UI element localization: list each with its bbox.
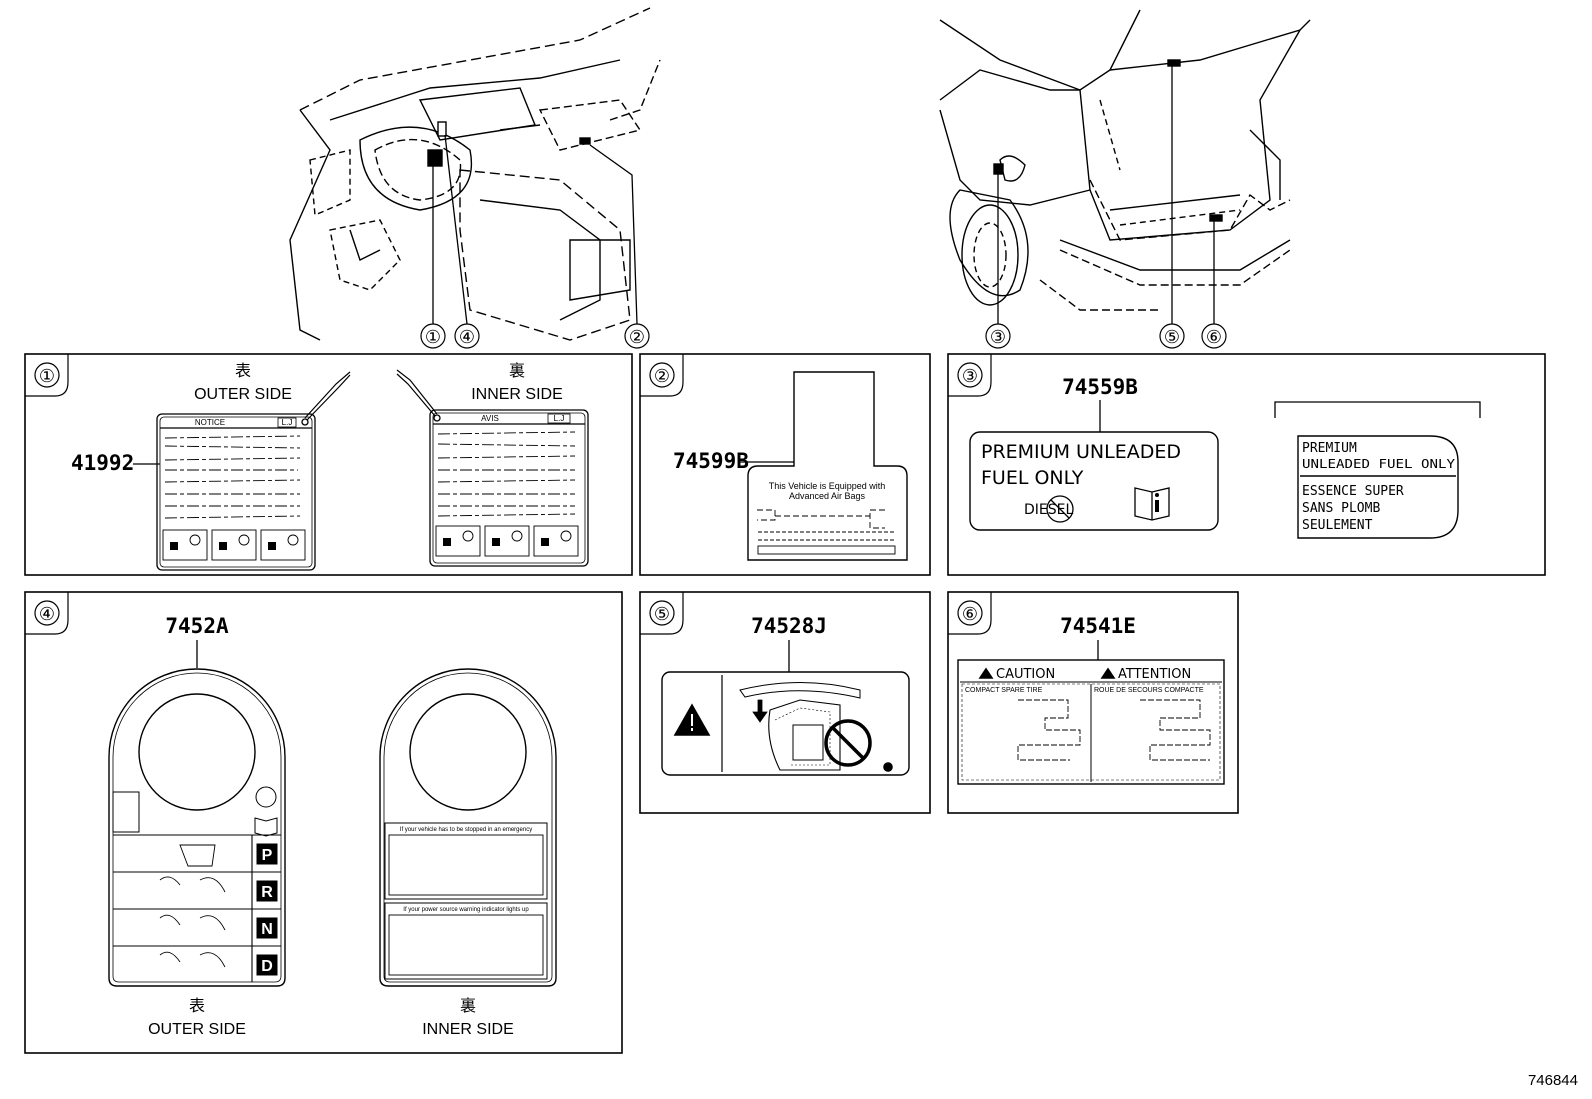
panel-1-inner-side-label: INNER SIDE bbox=[471, 386, 563, 403]
panel-2-part-number: 74599B bbox=[673, 449, 749, 473]
panel-6-subtitle-fr: ROUE DE SECOURS COMPACTE bbox=[1094, 687, 1204, 694]
callout-3: ③ bbox=[990, 327, 1006, 347]
callout-markers-dashboard bbox=[420, 323, 650, 349]
rear-vehicle-illustration bbox=[939, 9, 1311, 311]
panel-2-number: ② bbox=[654, 366, 670, 386]
callout-4: ④ bbox=[459, 327, 475, 347]
callout-5: ⑤ bbox=[1164, 327, 1180, 347]
panel-3-alt-line1: PREMIUM bbox=[1302, 441, 1357, 456]
panel-4-part-number: 7452A bbox=[165, 614, 229, 638]
panel-5 bbox=[639, 591, 931, 814]
panel-1-outer-kanji: 表 bbox=[235, 362, 251, 380]
gear-n-label: N bbox=[261, 921, 273, 938]
panel-5-number: ⑤ bbox=[654, 604, 670, 624]
callout-markers-rear bbox=[985, 323, 1227, 349]
tag-outer-header: NOTICE bbox=[195, 418, 225, 427]
callout-6: ⑥ bbox=[1206, 327, 1222, 347]
panel-4-outer-side-label: OUTER SIDE bbox=[148, 1021, 246, 1038]
inner-hanger-text-1: If your vehicle has to be stopped in an … bbox=[400, 827, 532, 833]
tag-outer-code: L.J bbox=[282, 418, 293, 427]
panel-1 bbox=[24, 353, 633, 576]
panel-1-inner-kanji: 裏 bbox=[509, 361, 525, 380]
panel-3-alt-line3: ESSENCE SUPER bbox=[1302, 484, 1404, 499]
gear-r-label: R bbox=[261, 884, 273, 901]
panel-4 bbox=[24, 591, 623, 1054]
interior-dashboard-illustration bbox=[289, 7, 661, 341]
panel-2-airbag-line1: This Vehicle is Equipped with bbox=[769, 481, 886, 491]
panel-1-outer-side-label: OUTER SIDE bbox=[194, 386, 292, 403]
panel-4-inner-kanji: 裏 bbox=[460, 996, 476, 1015]
gear-badges bbox=[256, 843, 278, 976]
panel-6-caution: CAUTION bbox=[996, 667, 1055, 682]
panel-4-number: ④ bbox=[39, 604, 55, 624]
panel-6 bbox=[947, 591, 1239, 814]
panel-3-diesel-text: DIESEL bbox=[1024, 502, 1073, 518]
panel-3-part-number: 74559B bbox=[1062, 375, 1138, 399]
leader-lines-dashboard bbox=[432, 134, 638, 325]
diagram-code: 746844 bbox=[1527, 1072, 1578, 1089]
panel-1-number: ① bbox=[39, 366, 55, 386]
panel-3-number: ③ bbox=[962, 366, 978, 386]
tag-inner-header: AVIS bbox=[481, 414, 499, 423]
gear-d-label: D bbox=[261, 958, 273, 975]
panel-4-inner-side-label: INNER SIDE bbox=[422, 1021, 514, 1038]
panel-1-part-number: 41992 bbox=[71, 451, 134, 475]
panel-6-subtitle-en: COMPACT SPARE TIRE bbox=[965, 687, 1043, 694]
leader-lines-rear bbox=[997, 66, 1215, 324]
panel-3-alt-line4: SANS PLOMB bbox=[1302, 501, 1380, 516]
panel-3-alt-line2: UNLEADED FUEL ONLY bbox=[1302, 457, 1456, 471]
panel-3-alt-line5: SEULEMENT bbox=[1302, 518, 1373, 533]
callout-1: ① bbox=[425, 327, 441, 347]
panel-4-outer-kanji: 表 bbox=[189, 997, 205, 1015]
tag-outer bbox=[156, 371, 351, 571]
callout-2: ② bbox=[629, 327, 645, 347]
panel-3-label-line2: FUEL ONLY bbox=[981, 467, 1084, 489]
tag-inner bbox=[396, 369, 589, 567]
tag-inner-code: L.J bbox=[554, 414, 565, 423]
panel-6-number: ⑥ bbox=[962, 604, 978, 624]
panel-2 bbox=[639, 353, 931, 576]
panel-3 bbox=[947, 353, 1546, 576]
panel-5-part-number: 74528J bbox=[751, 614, 827, 638]
panel-6-attention: ATTENTION bbox=[1118, 667, 1191, 682]
panel-6-part-number: 74541E bbox=[1060, 614, 1136, 638]
gear-p-label: P bbox=[262, 847, 273, 864]
panel-2-airbag-line2: Advanced Air Bags bbox=[789, 491, 866, 501]
inner-hanger-text-2: If your power source warning indicator l… bbox=[403, 907, 529, 913]
panel-3-label-line1: PREMIUM UNLEADED bbox=[981, 441, 1181, 463]
